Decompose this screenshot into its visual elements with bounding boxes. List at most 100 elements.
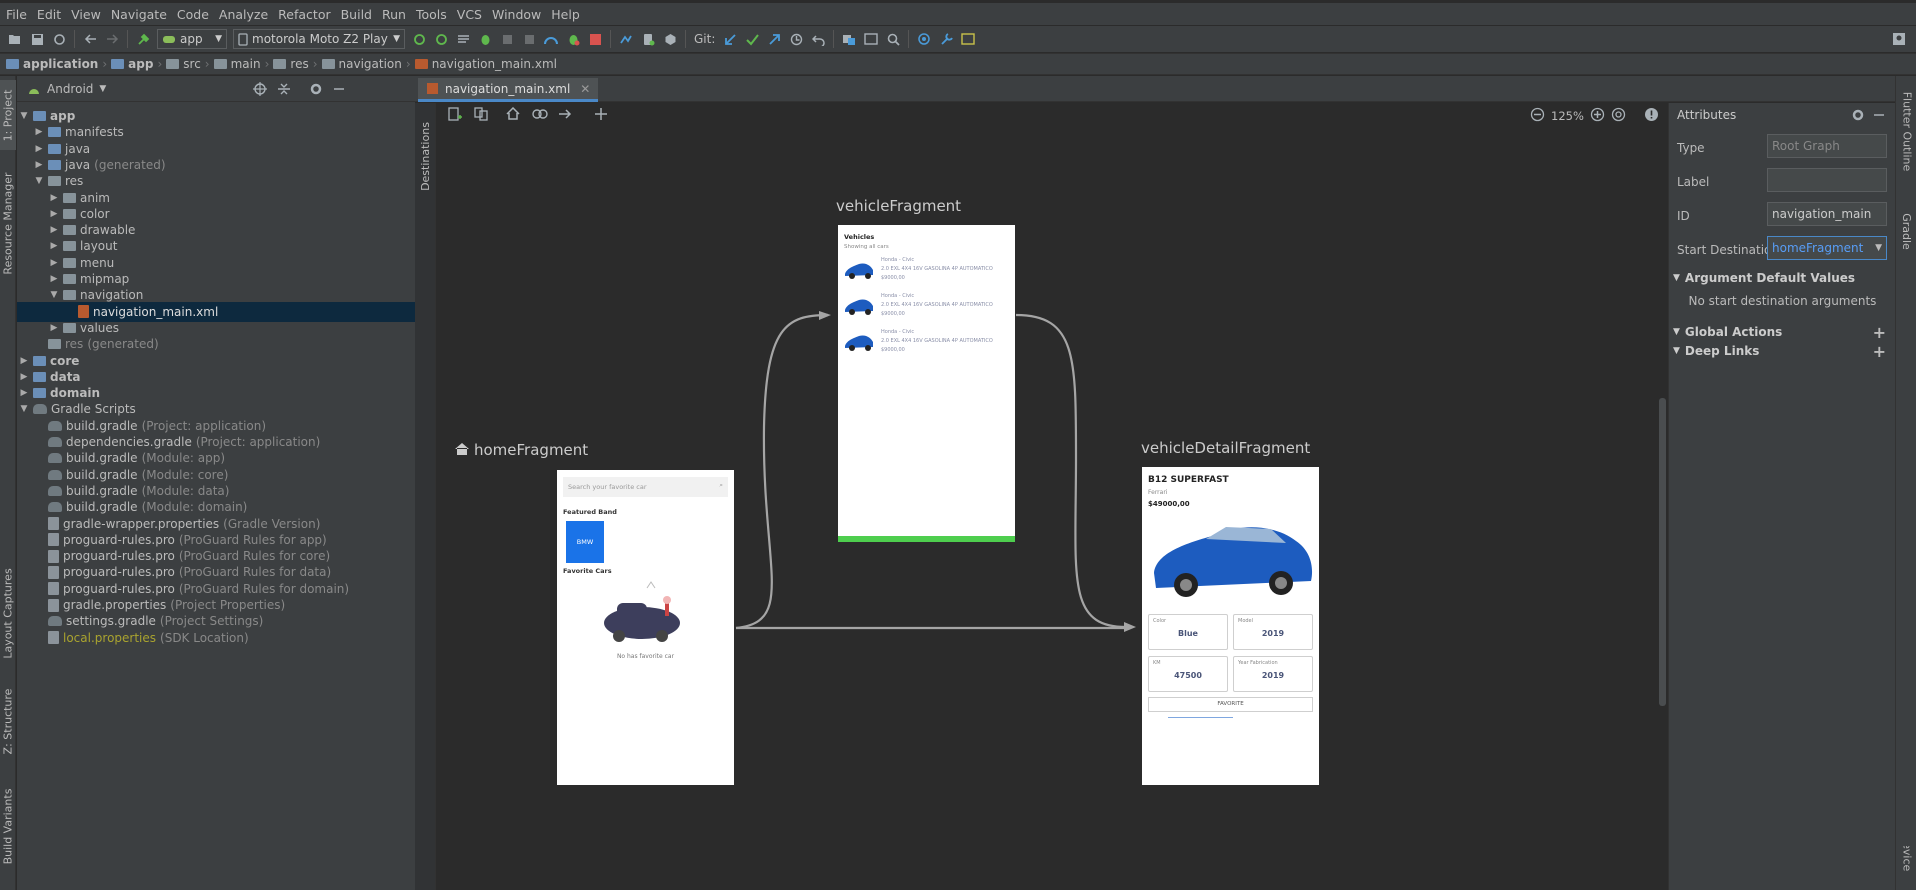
sdk-manager-icon[interactable] (659, 28, 681, 50)
action-arrow-icon[interactable] (558, 108, 572, 123)
global-actions-section[interactable]: ▼Global Actions+ (1673, 322, 1892, 342)
tree-item[interactable]: build.gradle(Module: domain) (17, 497, 415, 517)
menu-item-tools[interactable]: Tools (415, 6, 447, 22)
collapsed-arrow-icon[interactable]: ▶ (50, 274, 58, 284)
collapsed-arrow-icon[interactable]: ▶ (20, 355, 28, 366)
nested-graph-icon[interactable] (474, 106, 488, 124)
tree-item[interactable]: ▶java(generated) (17, 155, 415, 175)
collapsed-arrow-icon[interactable]: ▶ (50, 241, 58, 252)
menu-item-build[interactable]: Build (340, 6, 372, 22)
open-folder-icon[interactable] (4, 28, 26, 50)
forward-icon[interactable] (101, 28, 123, 50)
terminal-window-icon[interactable] (860, 28, 882, 50)
auto-arrange-icon[interactable] (594, 107, 608, 124)
gear-icon[interactable] (309, 82, 323, 99)
tree-item[interactable]: ▶menu (17, 253, 415, 273)
cast-icon[interactable] (957, 28, 979, 50)
minimize-icon[interactable] (1873, 108, 1885, 125)
tree-item[interactable]: build.gradle(Module: data) (17, 481, 415, 501)
tree-item[interactable]: build.gradle(Module: app) (17, 448, 415, 468)
collapsed-arrow-icon[interactable]: ▶ (35, 127, 43, 138)
tree-item[interactable]: ▶color (17, 204, 415, 224)
expanded-arrow-icon[interactable]: ▼ (35, 176, 43, 187)
tree-item[interactable]: ▶domain (17, 383, 415, 403)
expanded-arrow-icon[interactable]: ▼ (20, 111, 28, 121)
profiler-gauge-icon[interactable] (540, 28, 562, 50)
close-icon[interactable]: ✕ (580, 81, 591, 96)
tree-item[interactable]: ▶mipmap (17, 269, 415, 289)
tree-item[interactable]: proguard-rules.pro(ProGuard Rules for co… (17, 546, 415, 566)
collapsed-arrow-icon[interactable]: ▶ (20, 388, 28, 399)
tree-item[interactable]: gradle.properties(Project Properties) (17, 595, 415, 615)
tree-item[interactable]: build.gradle(Project: application) (17, 416, 415, 436)
tree-item[interactable]: ▼navigation (17, 285, 415, 305)
apply-changes-icon[interactable] (408, 28, 430, 50)
tree-item[interactable]: ▶manifests (17, 122, 415, 142)
expanded-arrow-icon[interactable]: ▼ (20, 404, 28, 415)
deep-link-icon[interactable] (532, 108, 548, 123)
tree-item[interactable]: proguard-rules.pro(ProGuard Rules for da… (17, 562, 415, 582)
tab-flutter-outline[interactable]: Flutter Outline (1896, 86, 1916, 176)
tree-item[interactable]: dependencies.gradle(Project: application… (17, 432, 415, 452)
warning-icon[interactable] (1644, 107, 1659, 125)
canvas-scrollbar[interactable] (1659, 398, 1666, 706)
add-deep-link-icon[interactable]: + (1872, 341, 1886, 361)
tab-structure[interactable]: Z: Structure (0, 681, 16, 761)
expanded-arrow-icon[interactable]: ▼ (50, 290, 58, 301)
menu-item-code[interactable]: Code (176, 6, 209, 22)
menu-item-view[interactable]: View (71, 6, 101, 22)
collapse-all-icon[interactable] (277, 82, 291, 99)
tree-item[interactable]: ▶drawable (17, 220, 415, 240)
breadcrumb-item[interactable]: navigation (321, 57, 402, 71)
tree-item[interactable]: local.properties(SDK Location) (17, 628, 415, 648)
back-icon[interactable] (79, 28, 101, 50)
device-select[interactable]: motorola Moto Z2 Play▼ (233, 29, 405, 49)
menu-item-run[interactable]: Run (382, 6, 406, 22)
add-global-action-icon[interactable]: + (1872, 322, 1886, 342)
profile-icon[interactable] (518, 28, 540, 50)
menu-item-file[interactable]: File (6, 6, 27, 22)
menu-item-window[interactable]: Window (491, 6, 542, 22)
git-update-icon[interactable] (719, 28, 741, 50)
project-structure-icon[interactable] (838, 28, 860, 50)
menu-item-navigate[interactable]: Navigate (110, 6, 167, 22)
search-icon[interactable] (882, 28, 904, 50)
tree-item[interactable]: navigation_main.xml (17, 301, 415, 322)
tab-device[interactable]: Device (1896, 846, 1916, 890)
tree-item[interactable]: build.gradle(Module: core) (17, 465, 415, 485)
breadcrumb-item[interactable]: application (6, 57, 98, 71)
save-icon[interactable] (26, 28, 48, 50)
tab-navigation-main[interactable]: navigation_main.xml ✕ (418, 78, 599, 102)
sync-icon[interactable] (48, 28, 70, 50)
deep-links-section[interactable]: ▼Deep Links+ (1673, 341, 1892, 361)
tree-item[interactable]: ▶layout (17, 236, 415, 256)
stop-icon[interactable] (584, 28, 606, 50)
minimize-icon[interactable] (333, 82, 345, 99)
breadcrumb-item[interactable]: app (111, 57, 153, 71)
gear-icon[interactable] (1851, 108, 1865, 125)
coverage-icon[interactable] (452, 28, 474, 50)
zoom-in-icon[interactable] (1590, 107, 1605, 125)
home-fragment-preview[interactable]: Search your favorite car⌕ Featured Band … (557, 470, 734, 785)
tree-item[interactable]: ▶anim (17, 188, 415, 208)
menu-item-vcs[interactable]: VCS (456, 6, 482, 22)
tab-destinations[interactable]: Destinations (415, 111, 436, 201)
menu-item-refactor[interactable]: Refactor (278, 6, 331, 22)
menu-item-help[interactable]: Help (551, 6, 580, 22)
bug-attach-icon[interactable] (562, 28, 584, 50)
breadcrumb-item[interactable]: main (213, 57, 261, 71)
apply-code-changes-icon[interactable] (430, 28, 452, 50)
id-field[interactable]: navigation_main (1767, 202, 1887, 226)
type-field[interactable]: Root Graph (1767, 134, 1887, 158)
label-field[interactable] (1767, 168, 1887, 192)
tree-item[interactable]: ▶core (17, 351, 415, 371)
tab-resource-manager[interactable]: Resource Manager (0, 168, 16, 278)
tree-item[interactable]: ▶values (17, 318, 415, 338)
collapsed-arrow-icon[interactable]: ▶ (50, 322, 58, 333)
project-view-select[interactable]: Android (47, 81, 94, 96)
zoom-fit-icon[interactable] (1611, 107, 1626, 125)
avd-manager-icon[interactable] (637, 28, 659, 50)
action-vehicle-to-detail[interactable] (1015, 313, 1127, 629)
